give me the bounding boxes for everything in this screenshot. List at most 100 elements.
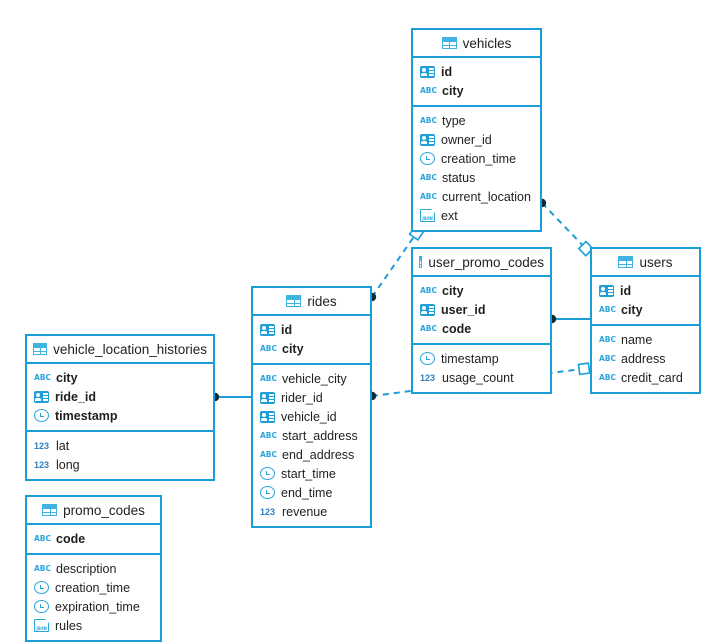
number-icon: 123 — [34, 440, 50, 451]
column-name: id — [441, 64, 453, 79]
column-name: creation_time — [55, 580, 131, 595]
column-row[interactable]: rider_id — [253, 388, 370, 407]
clock-icon — [260, 467, 275, 480]
column-row[interactable]: creation_time — [27, 578, 160, 597]
number-icon: 123 — [420, 372, 436, 383]
column-name: lat — [56, 438, 70, 453]
abc-icon: ABC — [420, 323, 438, 333]
abc-icon: ABC — [420, 191, 438, 201]
relationship-target-marker — [577, 362, 591, 376]
column-name: city — [282, 341, 304, 356]
column-name: address — [621, 351, 666, 366]
abc-icon: ABC — [420, 285, 438, 295]
abc-icon: ABC — [599, 334, 617, 344]
table-grid-icon — [286, 295, 302, 307]
table-header[interactable]: rides — [253, 288, 370, 316]
column-name: usage_count — [442, 370, 514, 385]
abc-icon: ABC — [260, 449, 278, 459]
column-row[interactable]: id — [592, 281, 699, 300]
table-title: vehicles — [462, 35, 512, 51]
column-name: code — [56, 531, 86, 546]
abc-icon: ABC — [599, 353, 617, 363]
column-row[interactable]: id — [413, 62, 540, 81]
column-row[interactable]: timestamp — [413, 349, 550, 368]
table-header[interactable]: user_promo_codes — [413, 249, 550, 277]
column-name: city — [621, 302, 643, 317]
column-name: id — [281, 322, 293, 337]
number-icon: 123 — [260, 506, 276, 517]
table-header[interactable]: users — [592, 249, 699, 277]
column-name: ext — [441, 208, 458, 223]
column-name: vehicle_id — [281, 409, 337, 424]
column-row[interactable]: 123 lat — [27, 436, 213, 455]
column-row[interactable]: ABC address — [592, 349, 699, 368]
column-row[interactable]: ABC current_location — [413, 187, 540, 206]
table-header[interactable]: promo_codes — [27, 497, 160, 525]
column-row[interactable]: owner_id — [413, 130, 540, 149]
column-row[interactable]: ride_id — [27, 387, 213, 406]
column-name: start_address — [282, 428, 358, 443]
table-header[interactable]: vehicles — [413, 30, 540, 58]
clock-icon — [420, 152, 435, 165]
column-row[interactable]: id — [253, 320, 370, 339]
table-grid-icon — [618, 256, 634, 268]
column-row[interactable]: vehicle_id — [253, 407, 370, 426]
table-title: rides — [307, 293, 337, 309]
column-name: timestamp — [441, 351, 499, 366]
key-badge-icon — [420, 65, 435, 78]
column-row[interactable]: ext — [413, 206, 540, 225]
abc-icon: ABC — [420, 172, 438, 182]
table-title: promo_codes — [63, 502, 145, 518]
abc-icon: ABC — [420, 115, 438, 125]
column-row[interactable]: creation_time — [413, 149, 540, 168]
column-name: current_location — [442, 189, 531, 204]
column-name: long — [56, 457, 80, 472]
column-name: rider_id — [281, 390, 323, 405]
column-row[interactable]: expiration_time — [27, 597, 160, 616]
column-row[interactable]: user_id — [413, 300, 550, 319]
column-row[interactable]: start_time — [253, 464, 370, 483]
key-badge-icon — [420, 303, 435, 316]
column-row[interactable]: rules — [27, 616, 160, 635]
table-header[interactable]: vehicle_location_histories — [27, 336, 213, 364]
column-row[interactable]: timestamp — [27, 406, 213, 425]
column-row[interactable]: 123 usage_count — [413, 368, 550, 387]
table-grid-icon — [419, 256, 423, 268]
table-title: user_promo_codes — [428, 254, 544, 270]
clock-icon — [34, 581, 49, 594]
column-name: vehicle_city — [282, 371, 347, 386]
column-row[interactable]: end_time — [253, 483, 370, 502]
key-badge-icon — [34, 390, 49, 403]
clock-icon — [260, 486, 275, 499]
